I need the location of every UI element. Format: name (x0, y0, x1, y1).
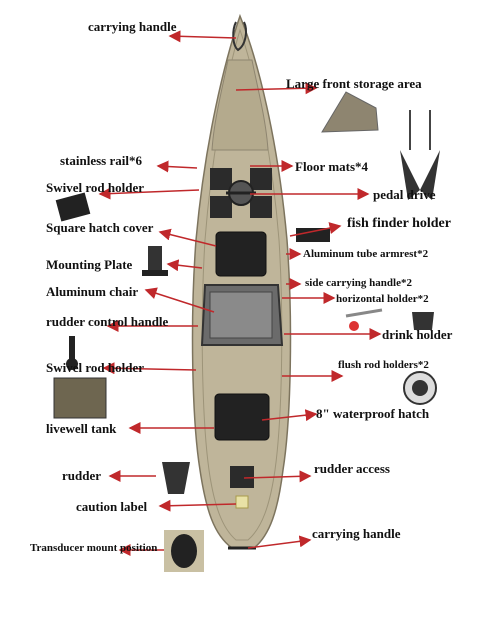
arrow (166, 259, 203, 272)
label-aluminum-tube-armrest: Aluminum tube armrest*2 (303, 248, 429, 260)
label-mounting-plate: Mounting Plate (46, 257, 133, 272)
label-aluminum-chair: Aluminum chair (46, 284, 139, 299)
label-swivel-rod-holder-1: Swivel rod holder (46, 180, 144, 195)
waterproof-hatch (214, 393, 270, 441)
floor-mat (250, 196, 272, 218)
arrow (261, 409, 318, 422)
label-transducer-mount: Transducer mount position (30, 542, 158, 554)
label-livewell-tank: livewell tank (46, 421, 117, 436)
label-drink-holder: drink holder (382, 327, 453, 342)
label-floor-mats: Floor mats*4 (295, 159, 369, 174)
label-rudder: rudder (62, 468, 101, 483)
floor-mat (250, 168, 272, 190)
label-waterproof-hatch: 8" waterproof hatch (316, 406, 430, 421)
flush-rod-holder-thumb (403, 371, 437, 405)
arrow (168, 30, 237, 43)
label-stainless-rail: stainless rail*6 (60, 153, 142, 168)
drink-holder-thumb (412, 312, 434, 330)
storage-area-thumb (321, 91, 379, 133)
arrow (98, 187, 200, 200)
arrow (102, 362, 197, 375)
swivel-rod-holder-thumb-1 (55, 192, 91, 222)
arrow (158, 228, 217, 247)
rudder-thumb (162, 462, 190, 494)
horizontal-holder-thumb (345, 308, 383, 331)
label-rudder-control-handle: rudder control handle (46, 314, 169, 329)
floor-mat (210, 168, 232, 190)
label-side-carrying-handle: side carrying handle*2 (305, 277, 412, 289)
arrow (235, 82, 318, 95)
label-carrying-handle-bottom: carrying handle (312, 526, 401, 541)
label-large-front-storage: Large front storage area (286, 76, 422, 91)
fish-finder-thumb (296, 228, 330, 242)
caution-label-sticker (235, 495, 249, 509)
label-fish-finder-holder: fish finder holder (347, 216, 451, 231)
swivel-rod-holder-thumb-2 (66, 336, 78, 370)
label-flush-rod-holders: flush rod holders*2 (338, 359, 429, 371)
rudder-access-port (230, 466, 254, 488)
front-storage (211, 59, 269, 151)
label-rudder-access: rudder access (314, 461, 390, 476)
arrow (156, 160, 198, 173)
square-hatch (215, 231, 267, 277)
top-handle (232, 21, 247, 52)
label-carrying-handle-top: carrying handle (88, 19, 177, 34)
mounting-plate-thumb (142, 246, 168, 276)
arrow (289, 222, 342, 237)
label-pedal-drive: pedal drive (373, 187, 436, 202)
floor-mat (210, 196, 232, 218)
arrow (247, 535, 312, 549)
label-square-hatch-cover: Square hatch cover (46, 220, 154, 235)
arrow (144, 287, 215, 313)
transducer-thumb (164, 530, 204, 572)
pedal-drive-thumb (400, 110, 440, 200)
label-caution-label: caution label (76, 499, 148, 514)
label-horizontal-holder: horizontal holder*2 (336, 293, 429, 305)
arrow (158, 499, 237, 512)
livewell-thumb (53, 377, 107, 419)
arrow (243, 470, 312, 483)
label-swivel-rod-holder-2: Swivel rod holder (46, 360, 144, 375)
